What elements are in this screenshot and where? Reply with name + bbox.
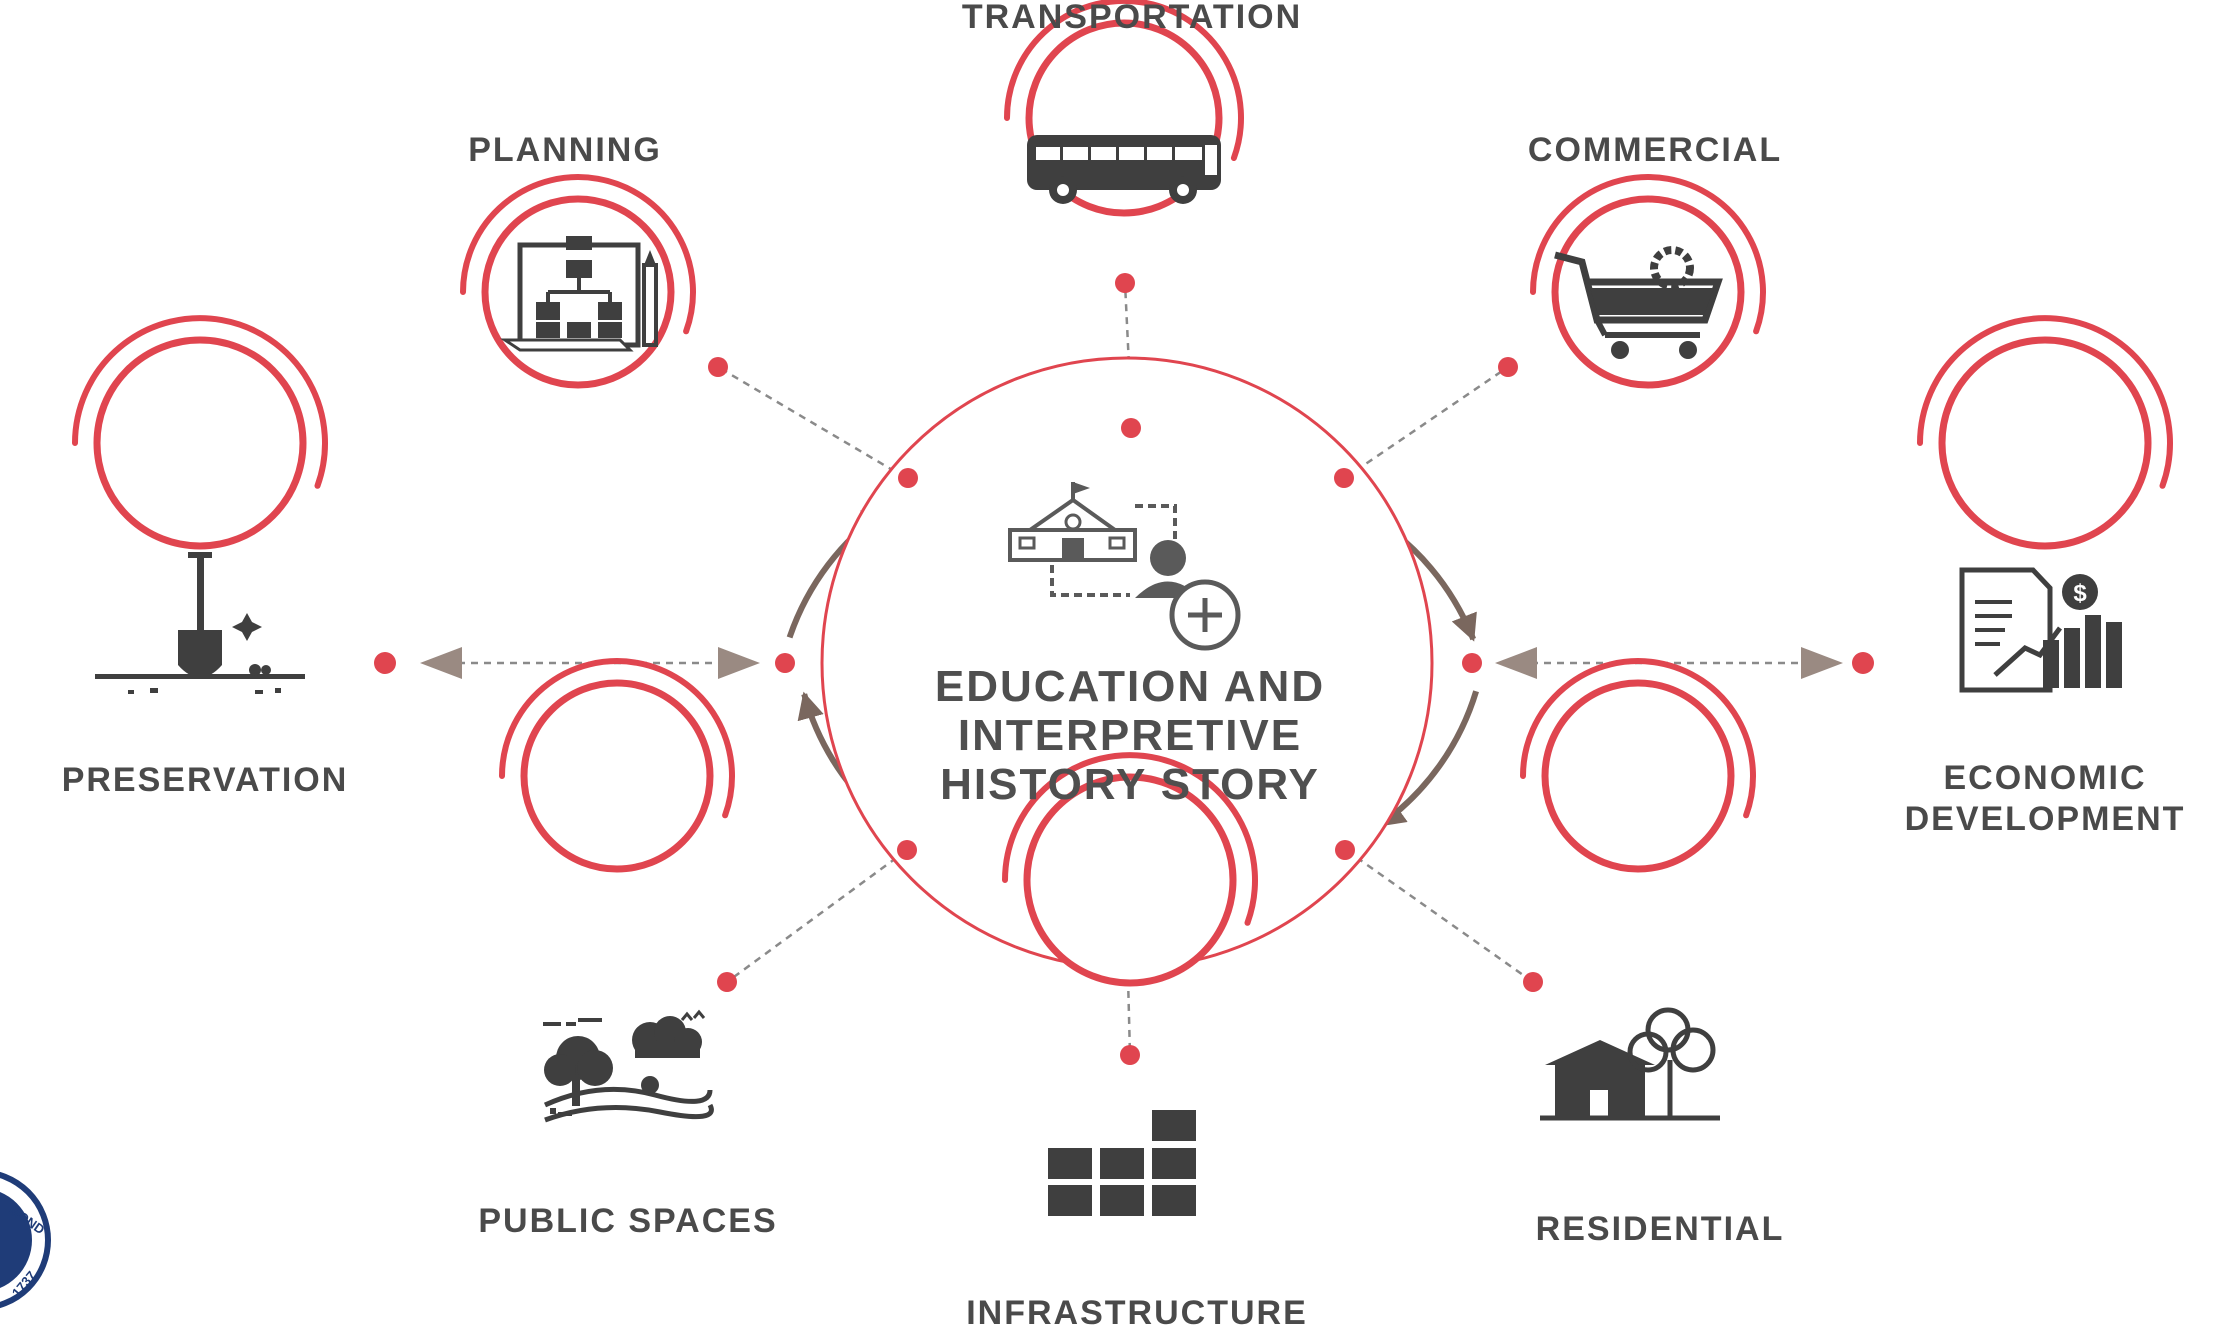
ring-inner-residential [1541, 679, 1735, 873]
connector-transportation [1123, 282, 1134, 429]
arrowhead-left-in [718, 647, 760, 679]
ring-outer-arc-residential [1520, 658, 1756, 819]
dot-center-right [1462, 653, 1482, 673]
connector-planning [717, 365, 907, 480]
dot-center-top-left [898, 468, 918, 488]
label-public-spaces-text: PUBLIC SPACES [478, 1202, 778, 1240]
dot-public-spaces [717, 972, 737, 992]
financial-report-chart-icon: $ [1959, 567, 2122, 693]
park-landscape-icon [543, 1009, 714, 1123]
ring-infrastructure [1002, 752, 1258, 987]
arrowhead-left-out [420, 647, 462, 679]
ring-outer-arc-planning [460, 174, 696, 335]
ring-residential [1520, 658, 1756, 873]
ring-outer-arc-public-spaces [499, 658, 735, 819]
ring-outer-arc-commercial [1530, 174, 1766, 335]
schoolhouse-with-person-plus-icon [1008, 482, 1241, 651]
bus-icon [1027, 135, 1221, 204]
label-planning-text: PLANNING [468, 131, 662, 169]
dot-residential [1523, 972, 1543, 992]
label-transportation-text: TRANSPORTATION [961, 0, 1303, 36]
connector-public-spaces [726, 848, 908, 984]
label-economic-line1: ECONOMIC [1943, 759, 2147, 797]
dot-transportation [1115, 273, 1135, 293]
city-seal-icon: MOND 1737 [0, 1171, 51, 1309]
org-chart-blueprint-icon [500, 236, 658, 352]
ring-outer-arc-transportation [1004, 0, 1244, 161]
dot-economic [1852, 652, 1874, 674]
dot-commercial [1498, 357, 1518, 377]
svg-text:$: $ [2073, 580, 2087, 607]
label-economic-line2: DEVELOPMENT [1904, 800, 2186, 838]
connector-commercial [1344, 365, 1509, 480]
dot-center-bottom-right [1335, 840, 1355, 860]
center-title-line3: HISTORY STORY [940, 760, 1320, 809]
dot-center-top [1121, 418, 1141, 438]
dot-infrastructure [1120, 1045, 1140, 1065]
label-residential: RESIDENTIAL [1536, 1210, 1785, 1249]
cycle-arrow-4 [1377, 690, 1479, 828]
shopping-cart-gear-icon [1554, 246, 1723, 359]
ring-inner-public-spaces [520, 679, 714, 873]
dot-center-left [775, 653, 795, 673]
ring-inner-infrastructure [1023, 773, 1237, 987]
label-transportation: TRANSPORTATION [962, 0, 1302, 37]
arrowhead-right-in [1495, 647, 1537, 679]
ring-inner-preservation [93, 336, 307, 550]
arrowhead-right-out [1801, 647, 1843, 679]
ring-preservation [72, 315, 328, 550]
label-planning: PLANNING [468, 131, 662, 170]
side-arrowheads [420, 647, 1843, 679]
dot-center-bottom-left [897, 840, 917, 860]
label-residential-text: RESIDENTIAL [1535, 1210, 1785, 1248]
label-infrastructure: INFRASTRUCTURE [966, 1294, 1308, 1333]
center-title: EDUCATION AND INTERPRETIVE HISTORY STORY [850, 662, 1410, 809]
label-economic-development: ECONOMIC DEVELOPMENT [1905, 758, 2186, 840]
dot-planning [708, 357, 728, 377]
label-public-spaces: PUBLIC SPACES [478, 1202, 777, 1241]
house-tree-icon [1540, 1007, 1720, 1121]
center-title-line1: EDUCATION AND [934, 662, 1326, 711]
label-infrastructure-text: INFRASTRUCTURE [966, 1294, 1308, 1332]
ring-inner-economic-development [1938, 336, 2152, 550]
label-commercial-text: COMMERCIAL [1527, 131, 1783, 169]
shovel-dig-icon [95, 552, 305, 694]
ring-economic-development [1917, 315, 2173, 550]
label-preservation: PRESERVATION [62, 761, 349, 800]
dot-center-top-right [1334, 468, 1354, 488]
connector-residential [1345, 848, 1534, 984]
ring-outer-arc-preservation [72, 315, 328, 489]
dot-preservation [374, 652, 396, 674]
label-commercial: COMMERCIAL [1528, 131, 1782, 170]
center-title-line2: INTERPRETIVE [957, 711, 1303, 760]
ring-public-spaces [499, 658, 735, 873]
label-preservation-text: PRESERVATION [61, 761, 349, 799]
ring-outer-arc-economic-development [1917, 315, 2173, 489]
ring-outer-arc-infrastructure [1002, 752, 1258, 926]
building-blocks-icon [1048, 1110, 1196, 1216]
